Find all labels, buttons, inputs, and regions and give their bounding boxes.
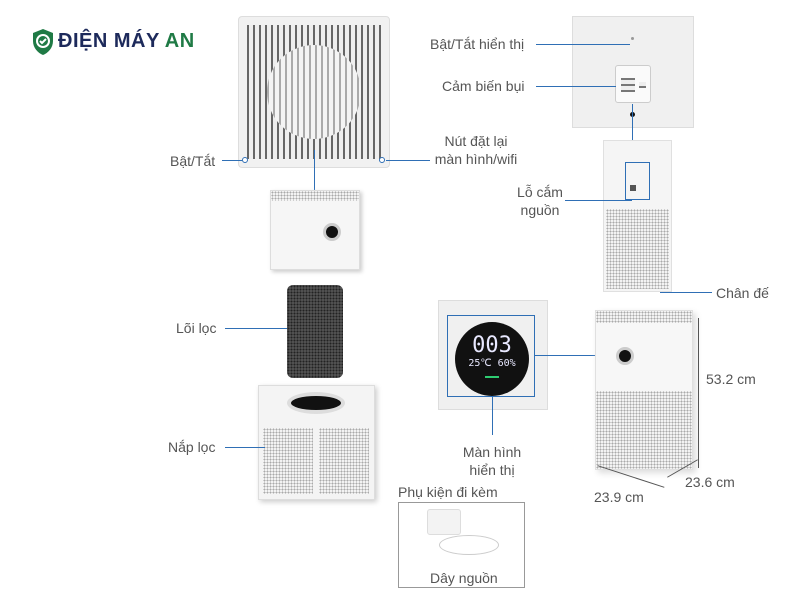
lcd-screen: 003 25℃ 60%: [455, 322, 529, 396]
pm-reading: 003: [472, 333, 512, 358]
power-cord-label: Dây nguồn: [430, 570, 498, 586]
display-toggle-label: Bật/Tắt hiển thị: [430, 36, 525, 52]
sensor-highlight-box: [625, 162, 650, 200]
display-highlight-box: [447, 315, 535, 397]
display-closeup-image: 003 25℃ 60%: [438, 300, 548, 410]
accessories-label: Phụ kiện đi kèm: [398, 484, 498, 500]
filter-image: [287, 285, 343, 378]
power-adapter-image: [427, 509, 461, 535]
purifier-back-image: [603, 140, 672, 292]
brand-name: ĐIỆN MÁY AN: [58, 30, 195, 53]
brand-name-main: ĐIỆN MÁY: [58, 30, 160, 52]
top-panel-closeup-image: [572, 16, 694, 128]
height-dimension: 53.2 cm: [706, 371, 756, 387]
power-button-marker: [242, 157, 248, 163]
temp-humidity-reading: 25℃ 60%: [468, 358, 516, 369]
filter-label: Lõi lọc: [176, 320, 217, 336]
brand-logo: [30, 26, 210, 58]
filter-cover-image: [258, 385, 375, 500]
width-dimension: 23.9 cm: [594, 489, 644, 505]
dust-sensor-label: Cảm biến bụi: [442, 78, 525, 94]
filter-cover-label: Nắp lọc: [168, 439, 216, 455]
depth-dimension: 23.6 cm: [685, 474, 735, 490]
accessories-box: Dây nguồn: [398, 502, 525, 588]
purifier-front-image: [595, 310, 693, 470]
shield-check-icon: [33, 29, 53, 55]
power-label: Bật/Tắt: [170, 153, 216, 169]
reset-button-marker: [379, 157, 385, 163]
purifier-top-cube-image: [270, 190, 360, 270]
base-label: Chân đế: [716, 285, 769, 301]
brand-name-accent: AN: [164, 30, 195, 52]
top-grille-image: [238, 16, 390, 168]
